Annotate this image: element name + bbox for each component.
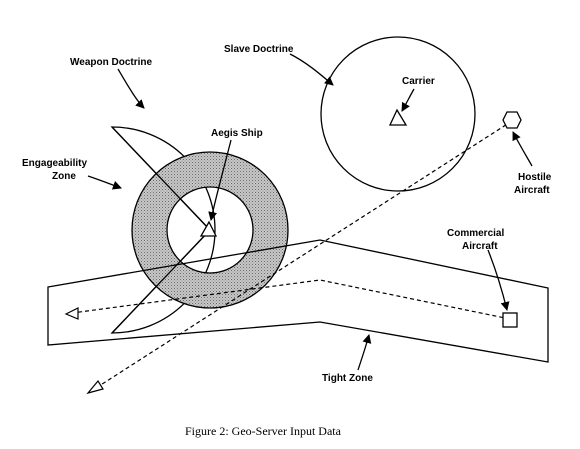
carrier-icon <box>388 108 408 126</box>
carrier-callout <box>401 88 415 112</box>
weapon-doctrine-edge-upper <box>111 126 211 231</box>
aegis-ship-icon <box>199 220 218 237</box>
tight-zone-region <box>47 239 549 363</box>
engageability-zone-callout <box>87 175 122 190</box>
weapon-doctrine-edge-lower <box>111 229 211 334</box>
aegis-ship-callout <box>208 139 232 221</box>
hostile-track-line <box>95 120 513 389</box>
hostile-aircraft-icon <box>502 111 522 129</box>
slave-doctrine-callout <box>289 53 334 86</box>
commercial-aircraft-icon <box>502 312 518 328</box>
tight-zone-callout <box>357 334 372 371</box>
commercial-aircraft-label-line2: Aircraft <box>462 241 498 252</box>
weapon-doctrine-label: Weapon Doctrine <box>70 57 152 68</box>
hostile-aircraft-label-line1: Hostile <box>518 172 552 183</box>
commercial-track-arrowhead-icon <box>64 307 79 320</box>
engageability-zone <box>131 151 289 309</box>
figure-caption: Figure 2: Geo-Server Input Data <box>185 424 342 438</box>
weapon-doctrine-region <box>110 126 216 334</box>
carrier-label: Carrier <box>402 76 435 87</box>
engageability-zone-label-line1: Engageability <box>22 158 87 169</box>
commercial-aircraft-label-line1: Commercial <box>447 228 504 239</box>
hostile-aircraft-callout <box>512 131 533 167</box>
commercial-track-line <box>71 279 511 320</box>
slave-doctrine-circle <box>320 36 476 192</box>
weapon-doctrine-callout <box>117 68 145 109</box>
hostile-aircraft-label-line2: Aircraft <box>514 185 550 196</box>
hostile-track-arrowhead-icon <box>86 379 104 395</box>
engageability-zone-label-line2: Zone <box>52 171 76 182</box>
commercial-aircraft-callout <box>487 249 510 311</box>
tight-zone-label: Tight Zone <box>322 373 373 384</box>
aegis-ship-label: Aegis Ship <box>211 128 263 139</box>
slave-doctrine-label: Slave Doctrine <box>224 44 294 55</box>
